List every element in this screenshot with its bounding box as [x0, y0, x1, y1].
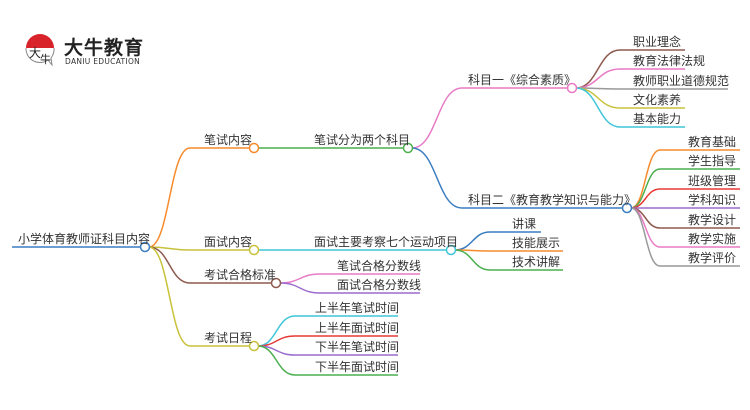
collapse-toggle[interactable]: [248, 244, 260, 256]
collapse-toggle[interactable]: [139, 241, 151, 253]
connector-curve: [148, 246, 191, 347]
leaf-label[interactable]: 上半年笔试时间: [315, 300, 399, 315]
leaf-label[interactable]: 文化素养: [633, 92, 681, 107]
connector-curve: [575, 87, 621, 128]
leaf-label[interactable]: 下半年笔试时间: [315, 339, 399, 354]
connector-curve: [148, 147, 191, 248]
connector-curve: [279, 282, 321, 294]
svg-text:牛: 牛: [40, 52, 51, 66]
connector-curve: [454, 231, 491, 251]
collapse-toggle[interactable]: [270, 277, 282, 289]
collapse-toggle[interactable]: [566, 82, 578, 94]
leaf-label[interactable]: 笔试合格分数线: [337, 258, 421, 273]
collapse-toggle[interactable]: [621, 202, 633, 214]
connector-curve: [575, 68, 621, 89]
leaf-label[interactable]: 教学设计: [688, 212, 736, 227]
node-label[interactable]: 面试主要考察七个运动项目: [314, 234, 458, 249]
leaf-label[interactable]: 学科知识: [688, 192, 736, 207]
leaf-label[interactable]: 讲课: [512, 216, 536, 231]
leaf-label[interactable]: 教育基础: [688, 134, 736, 149]
logo-name-en: DANIU EDUCATION: [65, 57, 141, 66]
leaf-label[interactable]: 教学实施: [688, 231, 736, 246]
node-label[interactable]: 考试日程: [204, 330, 252, 345]
leaf-label[interactable]: 下半年面试时间: [315, 359, 399, 374]
connector-curve: [279, 273, 321, 284]
node-label[interactable]: 科目一《综合素质》: [468, 72, 576, 87]
leaf-label[interactable]: 教师职业道德规范: [633, 73, 729, 88]
collapse-toggle[interactable]: [248, 340, 260, 352]
node-label[interactable]: 科目二《教育教学知识与能力》: [468, 192, 636, 207]
leaf-label[interactable]: 班级管理: [688, 173, 736, 188]
connector-curve: [257, 345, 296, 376]
connector-curve: [630, 207, 661, 267]
collapse-toggle[interactable]: [402, 142, 414, 154]
node-label[interactable]: 面试内容: [204, 234, 252, 249]
connector-curve: [411, 147, 463, 209]
leaf-label[interactable]: 技能展示: [512, 236, 560, 250]
connector-curve: [411, 87, 463, 149]
logo-name-cn: 大牛教育: [64, 37, 145, 59]
node-label[interactable]: 笔试内容: [204, 132, 252, 147]
svg-text:大: 大: [29, 46, 41, 60]
root-label[interactable]: 小学体育教师证科目内容: [18, 231, 150, 246]
leaf-label[interactable]: 职业理念: [633, 34, 681, 49]
connector-curve: [148, 246, 191, 284]
leaf-label[interactable]: 教学评价: [688, 250, 736, 265]
collapse-toggle[interactable]: [445, 244, 457, 256]
leaf-label[interactable]: 教育法律法规: [633, 53, 705, 68]
leaf-label[interactable]: 技术讲解: [512, 254, 560, 269]
logo: 大 牛 大牛教育 DANIU EDUCATION: [22, 30, 172, 70]
leaf-label[interactable]: 上半年面试时间: [315, 320, 399, 335]
node-label[interactable]: 笔试分为两个科目: [314, 132, 410, 147]
leaf-label[interactable]: 面试合格分数线: [337, 277, 421, 292]
connector-curve: [575, 87, 621, 109]
leaf-label[interactable]: 基本能力: [633, 112, 681, 126]
node-label[interactable]: 考试合格标准: [204, 267, 276, 282]
leaf-label[interactable]: 学生指导: [688, 153, 736, 168]
connector-curve: [454, 249, 491, 271]
collapse-toggle[interactable]: [248, 142, 260, 154]
logo-mark-icon: 大 牛: [25, 34, 55, 66]
